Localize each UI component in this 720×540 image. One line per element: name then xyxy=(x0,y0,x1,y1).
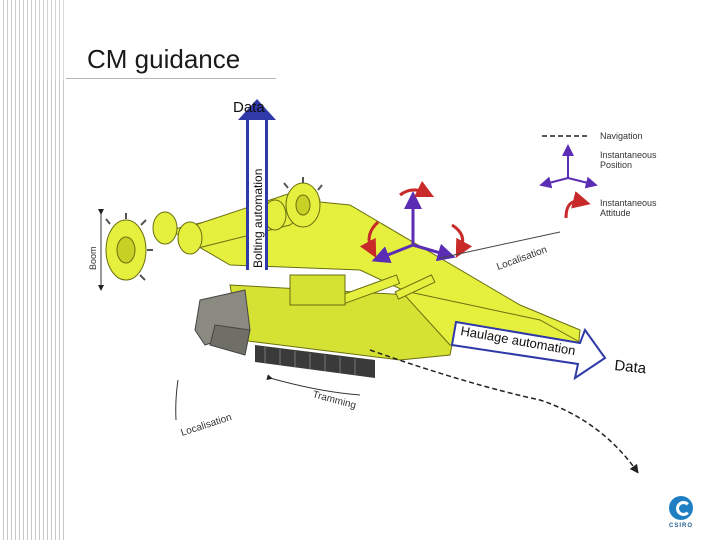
attitude-rotation-arrows xyxy=(359,180,473,258)
haulage-automation-arrow xyxy=(450,320,607,381)
cm-guidance-diagram: Boom xyxy=(88,99,657,474)
data-right-label: Data xyxy=(614,357,648,377)
title-underline xyxy=(66,78,276,79)
bolting-automation-label: Bolting automation xyxy=(251,169,265,268)
csiro-logo-icon xyxy=(669,496,693,520)
legend-position-icon xyxy=(539,144,598,189)
localisation-upper-label: Localisation xyxy=(495,244,548,272)
boom-label: Boom xyxy=(88,246,98,270)
slide-title: CM guidance xyxy=(87,44,241,74)
legend-attitude-line2: Attitude xyxy=(600,208,631,218)
localisation-lower-line xyxy=(175,379,179,421)
legend-attitude-line1: Instantaneous xyxy=(600,198,657,208)
navigation-path xyxy=(369,349,639,474)
bolting-automation-arrow xyxy=(238,99,276,270)
legend-attitude-icon xyxy=(564,191,591,219)
csiro-logo: CSIRO xyxy=(666,496,696,532)
position-axes xyxy=(371,191,456,264)
tramming-arrow xyxy=(266,374,361,396)
localisation-upper-line xyxy=(439,231,561,259)
decorative-stripes xyxy=(0,0,66,540)
legend-navigation-label: Navigation xyxy=(600,131,643,141)
csiro-logo-text: CSIRO xyxy=(668,523,693,529)
localisation-lower-label: Localisation xyxy=(180,412,234,439)
data-top-label: Data xyxy=(233,99,265,116)
legend: Navigation Instantaneous Position Instan… xyxy=(539,131,657,219)
legend-position-line2: Position xyxy=(600,160,632,170)
legend-position-line1: Instantaneous xyxy=(600,150,657,160)
title-band xyxy=(0,0,720,80)
tramming-label: Tramming xyxy=(311,389,357,411)
continuous-miner-machine xyxy=(105,177,586,378)
